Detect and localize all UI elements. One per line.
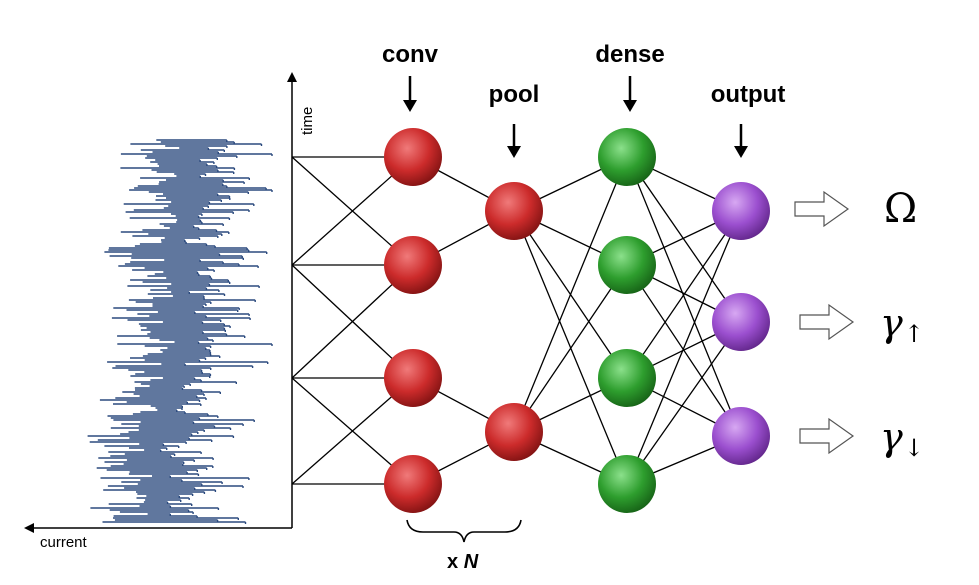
down-arrow-icon: [507, 146, 521, 158]
output-node: [712, 293, 770, 351]
down-arrow-icon: [623, 100, 637, 112]
hollow-right-arrow-icon: [799, 303, 855, 341]
dense-label: dense: [595, 41, 664, 68]
dense-node: [598, 128, 656, 186]
current-axis-label: current: [40, 534, 88, 551]
dense-output-edge: [626, 156, 742, 323]
dense-node: [598, 236, 656, 294]
output-node: [712, 182, 770, 240]
down-arrow-icon: [734, 146, 748, 158]
curly-brace-icon: [406, 519, 522, 543]
dense-node: [598, 455, 656, 513]
axes: time current: [24, 72, 316, 551]
down-arrow-icon: [403, 100, 417, 112]
conv-label: conv: [382, 41, 439, 68]
repeat-prefix: x: [447, 551, 464, 573]
conv-node: [384, 455, 442, 513]
output-arrows: [794, 190, 855, 455]
gamma-down-symbol: γ: [880, 415, 903, 459]
hollow-right-arrow-icon: [799, 417, 855, 455]
repeat-count-label: x N: [447, 551, 479, 573]
pool-node: [485, 182, 543, 240]
pool-dense-edge: [513, 264, 628, 433]
output-label: output: [711, 81, 786, 108]
down-arrow-subscript: ↓: [904, 434, 924, 462]
pool-node: [485, 403, 543, 461]
dense-output-edge: [626, 210, 742, 379]
dense-output-edge: [626, 321, 742, 485]
pool-dense-edge: [513, 156, 628, 433]
pool-label: pool: [489, 81, 540, 108]
time-axis-label: time: [299, 107, 316, 135]
up-arrow-subscript: ↑: [904, 320, 924, 348]
conv-node: [384, 128, 442, 186]
conv-node: [384, 349, 442, 407]
dense-output-edge: [626, 156, 742, 437]
current-axis-arrow-icon: [24, 523, 34, 533]
gamma-up-symbol: γ: [880, 301, 903, 345]
hollow-right-arrow-icon: [794, 190, 850, 228]
conv-node: [384, 236, 442, 294]
layer-arrows: [403, 76, 748, 158]
time-axis-arrow-icon: [287, 72, 297, 82]
dense-node: [598, 349, 656, 407]
repeat-n: N: [464, 551, 479, 573]
network-nodes: [384, 128, 770, 513]
omega-symbol: Ω: [884, 186, 917, 232]
current-trace: [87, 139, 273, 524]
output-node: [712, 407, 770, 465]
current-trace-path: [87, 139, 273, 524]
dense-output-edge: [626, 210, 742, 485]
